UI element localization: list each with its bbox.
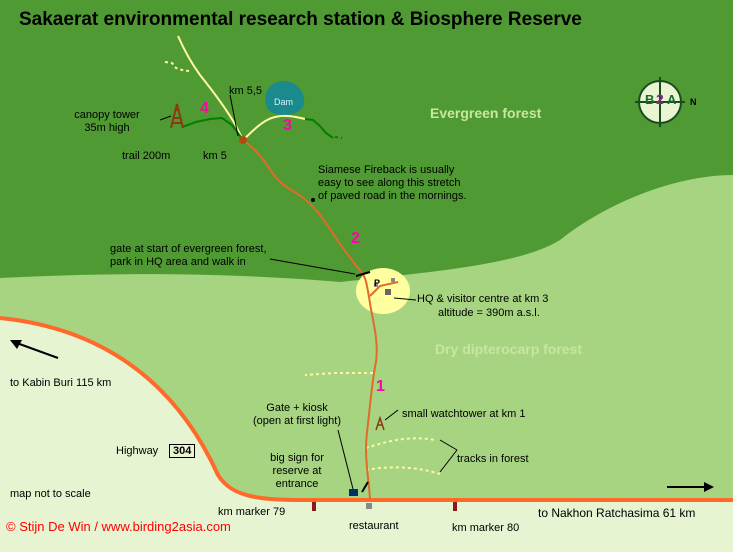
gate-kiosk-line-1: Gate + kiosk: [266, 402, 328, 414]
km-80-marker: [453, 502, 457, 511]
watchtower-icon: [375, 415, 385, 431]
km-5-5-label: km 5,5: [229, 85, 263, 97]
map-title: Sakaerat environmental research station …: [19, 9, 582, 30]
big-sign-marker: [349, 489, 358, 496]
km-5-junction-marker: [239, 136, 247, 144]
birding2asia-logo-icon: [635, 77, 685, 127]
evergreen-forest-label: Evergreen forest: [430, 105, 542, 121]
km-5-label: km 5: [203, 150, 227, 162]
dam-label: Dam: [274, 97, 294, 107]
not-to-scale-label: map not to scale: [10, 488, 91, 500]
entrance-gate-bar: [361, 481, 369, 493]
trail-north-west: [164, 61, 190, 72]
copyright-label: © Stijn De Win / www.birding2asia.com: [6, 519, 231, 534]
big-sign-line-2: reserve at: [272, 465, 322, 477]
fireback-line-1: Siamese Fireback is usually: [318, 164, 455, 176]
trail-to-dam: [242, 114, 306, 141]
lowland-area: [0, 320, 733, 552]
trail-200m: [181, 116, 244, 141]
highway-304: [0, 316, 733, 502]
gate-evergreen-line-1: gate at start of evergreen forest,: [110, 243, 267, 255]
gate-evergreen-line-2: park in HQ area and walk in: [110, 256, 246, 268]
hq-label: HQ & visitor centre at km 3: [417, 293, 549, 305]
parking-label: P: [374, 278, 381, 288]
big-sign-line-1: big sign for: [270, 452, 324, 464]
route-number-4: 4: [200, 100, 209, 117]
km-80-label: km marker 80: [452, 522, 520, 534]
north-label: N: [690, 97, 697, 107]
canopy-tower-line-1: canopy tower: [74, 109, 140, 121]
access-road: [242, 139, 378, 500]
track-east-2: [365, 466, 441, 475]
highway-label: Highway: [116, 445, 159, 457]
trail-east-green-dashed: [334, 136, 343, 139]
km-79-label: km marker 79: [218, 506, 286, 518]
watchtower-label: small watchtower at km 1: [402, 408, 526, 420]
route-number-1: 1: [376, 378, 385, 395]
hq-road: [369, 281, 399, 297]
hq-building: [385, 289, 391, 295]
gate-kiosk-label: Gate + kiosk (open at first light): [237, 402, 357, 428]
tracks-label: tracks in forest: [457, 453, 529, 465]
route-number-2: 2: [351, 230, 360, 247]
kabin-buri-label: to Kabin Buri 115 km: [10, 377, 112, 389]
km-79-marker: [312, 502, 316, 511]
dry-forest-label: Dry dipterocarp forest: [435, 341, 583, 357]
nakhon-label: to Nakhon Ratchasima 61 km: [538, 506, 696, 520]
canopy-tower-label: canopy tower 35m high: [57, 109, 157, 135]
altitude-label: altitude = 390m a.s.l.: [438, 307, 540, 319]
arrow-west-icon: [10, 340, 59, 359]
logo-letter-a: A: [667, 92, 677, 107]
big-sign-line-3: entrance: [275, 478, 319, 490]
track-west: [304, 372, 373, 376]
leader-lines: [159, 94, 458, 490]
canopy-tower-icon: [170, 103, 184, 129]
logo-letter-b: B: [645, 92, 655, 107]
restaurant-marker: [366, 503, 372, 509]
gate-evergreen-bar: [355, 271, 371, 277]
arrow-east-icon: [667, 482, 714, 492]
dam-lake: [265, 80, 305, 116]
canopy-tower-line-2: 35m high: [84, 122, 130, 134]
trail-north: [177, 35, 244, 141]
fireback-note: Siamese Fireback is usually easy to see …: [318, 164, 467, 203]
highway-number-shield: 304: [169, 444, 196, 458]
route-number-3: 3: [283, 117, 292, 134]
hq-building-small: [374, 283, 378, 287]
big-sign-label: big sign for reserve at entrance: [257, 452, 337, 491]
fireback-line-2: easy to see along this stretch: [318, 177, 461, 189]
fireback-stretch-marker: [311, 198, 315, 202]
trail-200m-label: trail 200m: [122, 150, 171, 162]
track-east-1: [365, 437, 436, 449]
trail-east-green: [304, 118, 334, 139]
logo-letter-2: 2: [656, 91, 664, 107]
hq-building-small-2: [391, 278, 395, 282]
gate-evergreen-note: gate at start of evergreen forest, park …: [110, 243, 267, 269]
restaurant-label: restaurant: [349, 520, 399, 532]
gate-kiosk-line-2: (open at first light): [252, 415, 342, 427]
fireback-line-3: of paved road in the mornings.: [318, 190, 467, 202]
